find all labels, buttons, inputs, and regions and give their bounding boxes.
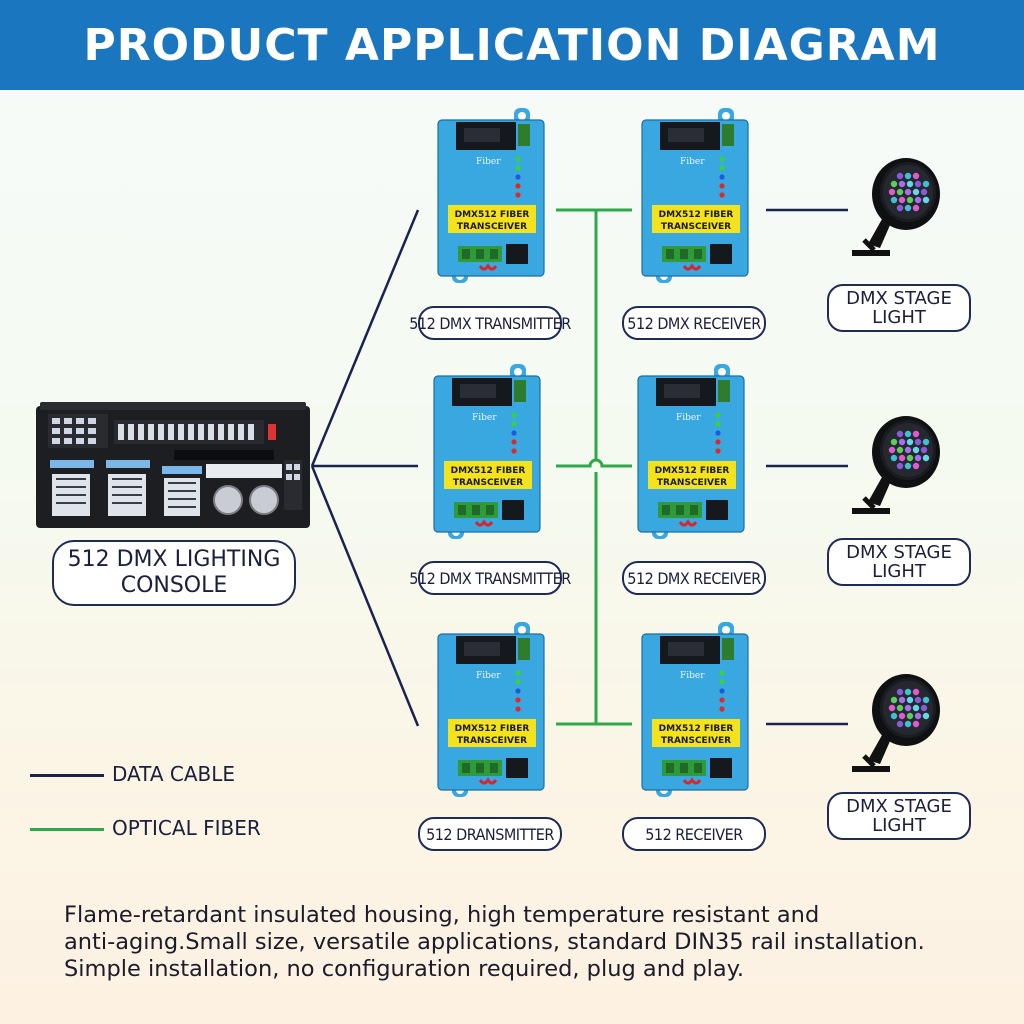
receiver-label-row2: 512 DMX RECEIVER — [622, 561, 766, 595]
transceiver-illustration: Fiber DMX512 FIBER TRANSCEIVER — [637, 364, 745, 539]
legend-label: DATA CABLE — [112, 762, 236, 786]
description-line: Flame-retardant insulated housing, high … — [64, 902, 820, 928]
par-light-illustration — [852, 158, 940, 256]
data-cable-console-row1 — [310, 209, 420, 467]
svg-text:TRANSCEIVER: TRANSCEIVER — [457, 222, 527, 232]
svg-text:DMX512 FIBER: DMX512 FIBER — [455, 724, 530, 734]
dmx-lighting-console — [34, 400, 312, 534]
svg-text:Fiber: Fiber — [476, 157, 501, 167]
stage-light-label-line2: LIGHT — [872, 307, 926, 328]
stage-light-label-line1: DMX STAGE — [846, 542, 952, 563]
svg-text:TRANSCEIVER: TRANSCEIVER — [657, 478, 727, 488]
svg-text:DMX512 FIBER: DMX512 FIBER — [451, 466, 526, 476]
console-label-line1: 512 DMX LIGHTING — [67, 547, 281, 572]
legend-swatch-data-cable — [30, 774, 104, 777]
svg-text:Fiber: Fiber — [472, 413, 497, 423]
svg-text:DMX512 FIBER: DMX512 FIBER — [659, 210, 734, 220]
svg-text:Fiber: Fiber — [680, 671, 705, 681]
transmitter-device-row3: Fiber DMX512 FIBER TRANSCEIVER — [436, 622, 546, 797]
stage-light-icon-row1 — [846, 152, 956, 262]
transmitter-label-row3: 512 DRANSMITTER — [418, 817, 562, 851]
console-label: 512 DMX LIGHTING CONSOLE — [52, 540, 296, 606]
par-light-illustration — [852, 416, 940, 514]
receiver-device-row2: Fiber DMX512 FIBER TRANSCEIVER — [636, 364, 746, 539]
page-title: PRODUCT APPLICATION DIAGRAM — [0, 0, 1024, 90]
svg-text:TRANSCEIVER: TRANSCEIVER — [661, 222, 731, 232]
transceiver-illustration: Fiber DMX512 FIBER TRANSCEIVER — [437, 622, 545, 797]
stage-light-label-line2: LIGHT — [872, 561, 926, 582]
transmitter-device-row2: Fiber DMX512 FIBER TRANSCEIVER — [432, 364, 542, 539]
receiver-device-row3: Fiber DMX512 FIBER TRANSCEIVER — [640, 622, 750, 797]
product-description: Flame-retardant insulated housing, high … — [64, 902, 964, 983]
fiber-row2 — [556, 458, 632, 468]
stage-light-label-line2: LIGHT — [872, 815, 926, 836]
stage-light-icon-row3 — [846, 668, 956, 778]
svg-text:Fiber: Fiber — [676, 413, 701, 423]
legend-swatch-optical-fiber — [30, 828, 104, 831]
description-line: anti-aging.Small size, versatile applica… — [64, 929, 925, 955]
transmitter-label-row2: 512 DMX TRANSMITTER — [409, 561, 571, 595]
stage-light-label-line1: DMX STAGE — [846, 796, 952, 817]
transceiver-illustration: Fiber DMX512 FIBER TRANSCEIVER — [437, 108, 545, 283]
svg-text:DMX512 FIBER: DMX512 FIBER — [455, 210, 530, 220]
data-cable-console-row3 — [310, 465, 420, 727]
legend-label: OPTICAL FIBER — [112, 816, 261, 840]
svg-text:Fiber: Fiber — [680, 157, 705, 167]
transmitter-device-row1: Fiber DMX512 FIBER TRANSCEIVER — [436, 108, 546, 283]
svg-text:Fiber: Fiber — [476, 671, 501, 681]
transceiver-illustration: Fiber DMX512 FIBER TRANSCEIVER — [641, 622, 749, 797]
svg-text:DMX512 FIBER: DMX512 FIBER — [659, 724, 734, 734]
svg-text:TRANSCEIVER: TRANSCEIVER — [661, 736, 731, 746]
receiver-label-row3: 512 RECEIVER — [622, 817, 766, 851]
transmitter-label-row1: 512 DMX TRANSMITTER — [409, 306, 571, 340]
description-line: Simple installation, no configuration re… — [64, 956, 744, 982]
receiver-label-row1: 512 DMX RECEIVER — [622, 306, 766, 340]
svg-text:DMX512 FIBER: DMX512 FIBER — [655, 466, 730, 476]
svg-text:TRANSCEIVER: TRANSCEIVER — [453, 478, 523, 488]
receiver-device-row1: Fiber DMX512 FIBER TRANSCEIVER — [640, 108, 750, 283]
stage-light-icon-row2 — [846, 410, 956, 520]
stage-light-label-line1: DMX STAGE — [846, 288, 952, 309]
transceiver-illustration: Fiber DMX512 FIBER TRANSCEIVER — [641, 108, 749, 283]
par-light-illustration — [852, 674, 940, 772]
console-label-line2: CONSOLE — [120, 573, 228, 598]
svg-text:TRANSCEIVER: TRANSCEIVER — [457, 736, 527, 746]
transceiver-illustration: Fiber DMX512 FIBER TRANSCEIVER — [433, 364, 541, 539]
